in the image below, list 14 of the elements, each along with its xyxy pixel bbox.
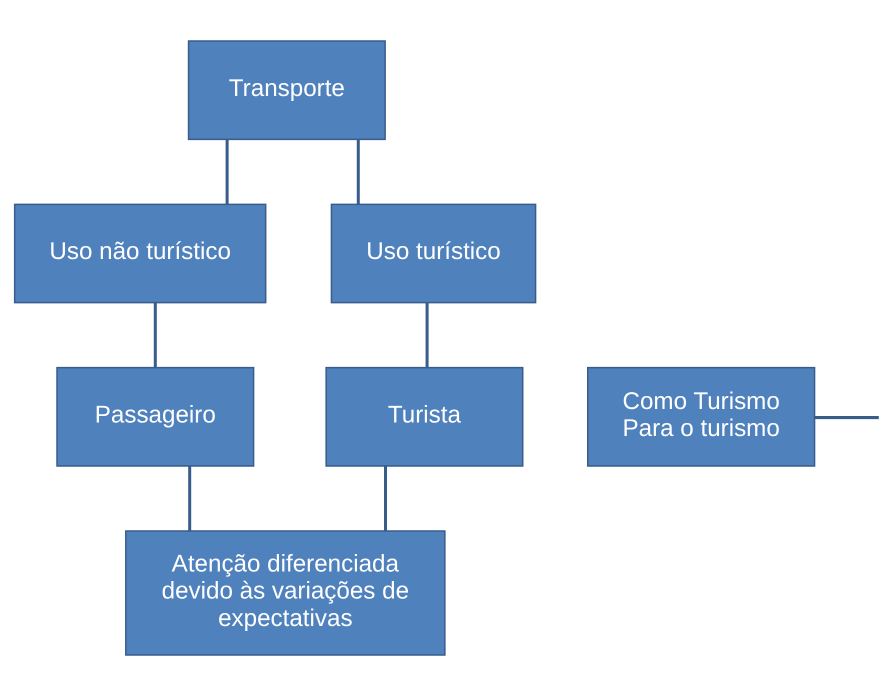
node-box: Transporte bbox=[188, 40, 386, 140]
connector bbox=[356, 140, 360, 204]
connector bbox=[226, 140, 229, 204]
connector bbox=[188, 466, 192, 531]
connector bbox=[814, 416, 879, 420]
node-box: Uso não turístico bbox=[14, 204, 266, 304]
connector bbox=[426, 302, 429, 368]
node-box: Atenção diferenciada devido às variações de expectativas bbox=[125, 530, 446, 656]
node-box: Como Turismo Para o turismo bbox=[587, 366, 816, 467]
connector bbox=[154, 302, 157, 368]
connector bbox=[384, 466, 388, 531]
node-box: Turista bbox=[325, 366, 524, 467]
node-box: Uso turístico bbox=[330, 204, 536, 304]
node-box: Passageiro bbox=[56, 366, 254, 467]
